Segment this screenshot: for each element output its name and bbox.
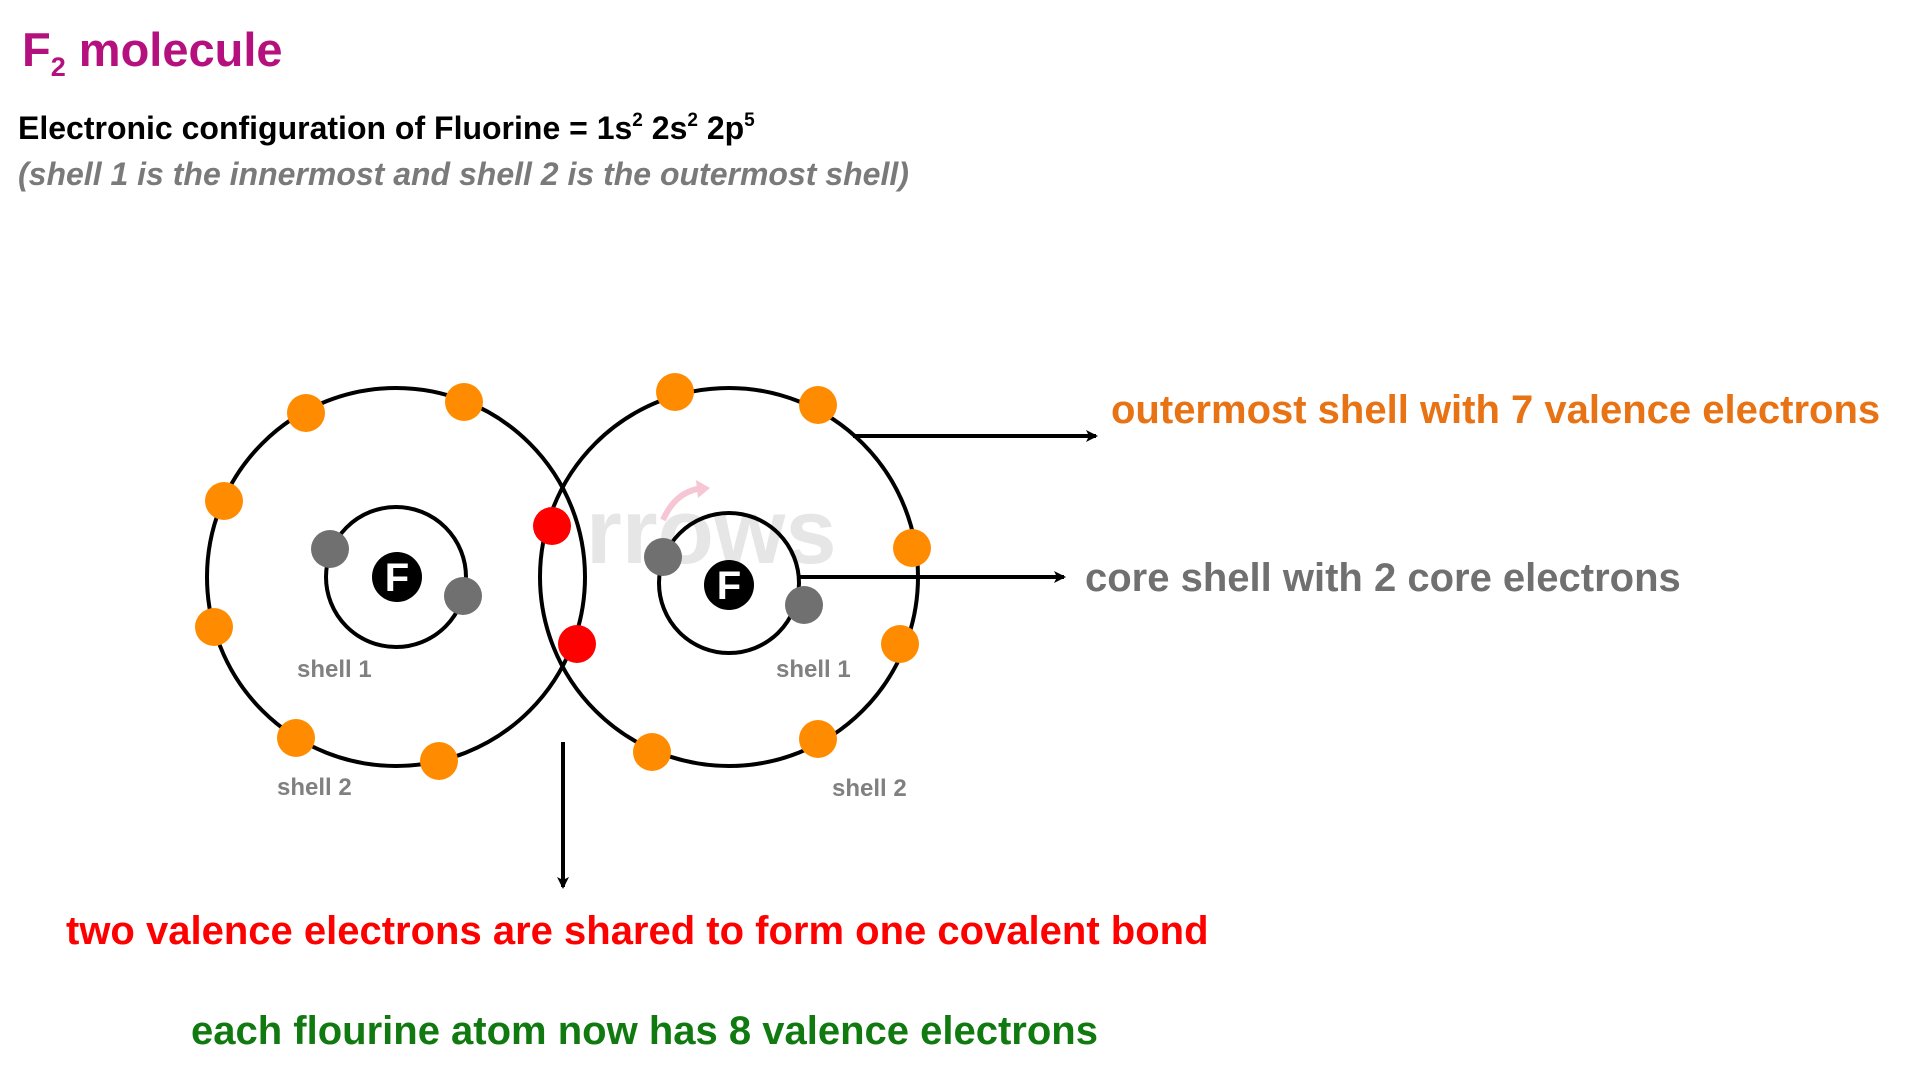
valence-electron: [277, 719, 315, 757]
covalent-bond-label: two valence electrons are shared to form…: [66, 909, 1209, 953]
outermost-shell-label: outermost shell with 7 valence electrons: [1111, 388, 1881, 432]
left-nucleus-symbol: F: [385, 556, 409, 600]
valence-electron: [881, 625, 919, 663]
core-electron: [644, 538, 682, 576]
valence-electron: [195, 608, 233, 646]
valence-electron: [799, 386, 837, 424]
left-outer-shell: [205, 386, 587, 768]
octet-label: each flourine atom now has 8 valence ele…: [191, 1009, 1098, 1053]
electronic-configuration: Electronic configuration of Fluorine = 1…: [18, 110, 755, 146]
right-nucleus: [704, 560, 754, 610]
right-inner-shell-label: shell 1: [776, 656, 851, 683]
right-inner-shell: [657, 511, 801, 655]
core-electron: [785, 586, 823, 624]
valence-electron: [287, 394, 325, 432]
shell-note: (shell 1 is the innermost and shell 2 is…: [18, 156, 909, 192]
valence-electron: [893, 529, 931, 567]
left-outer-shell-label: shell 2: [277, 774, 352, 801]
left-inner-shell-label: shell 1: [297, 656, 372, 683]
core-shell-label: core shell with 2 core electrons: [1085, 556, 1681, 600]
valence-electron: [420, 742, 458, 780]
valence-electron: [799, 720, 837, 758]
left-nucleus: [372, 552, 422, 602]
shared-electron: [558, 625, 596, 663]
shared-electron: [533, 507, 571, 545]
watermark: rrows: [586, 481, 837, 583]
watermark-arrow-icon: [696, 480, 710, 498]
right-nucleus-symbol: F: [717, 564, 741, 608]
valence-electron: [205, 482, 243, 520]
core-electron: [311, 530, 349, 568]
valence-electron: [633, 733, 671, 771]
left-inner-shell: [324, 505, 468, 649]
valence-electron: [656, 373, 694, 411]
valence-electron: [445, 383, 483, 421]
core-electron: [444, 577, 482, 615]
page-title: F2 molecule: [22, 23, 283, 82]
right-outer-shell-label: shell 2: [832, 775, 907, 802]
